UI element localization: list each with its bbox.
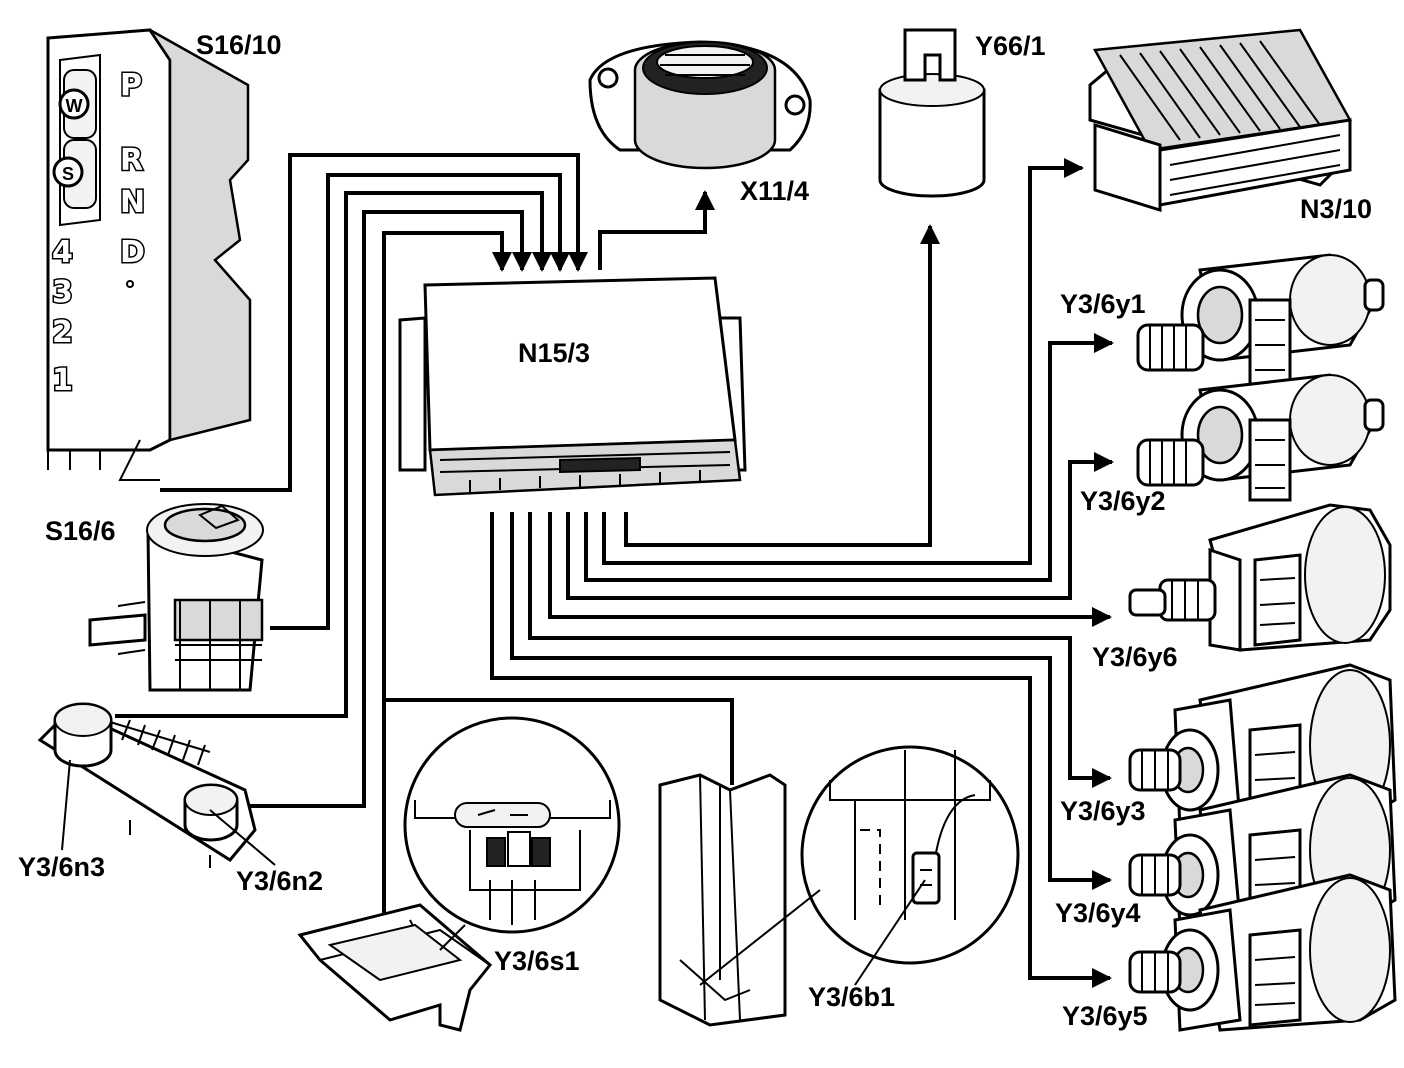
gate-3: 3 bbox=[52, 275, 73, 310]
wire-y3-6s1 bbox=[382, 231, 512, 920]
standard-mode-label: S bbox=[62, 164, 74, 184]
gate-4: 4 bbox=[52, 235, 73, 270]
label-y66-1: Y66/1 bbox=[975, 31, 1046, 61]
temperature-sensor-y3-6b1: Y3/6b1 bbox=[658, 745, 1020, 1027]
wire-y3-6n2 bbox=[248, 210, 532, 808]
label-s16-6: S16/6 bbox=[45, 516, 116, 546]
wire-n3-10 bbox=[602, 158, 1084, 565]
label-y3-6n2: Y3/6n2 bbox=[236, 866, 323, 896]
label-y3-6y2: Y3/6y2 bbox=[1080, 486, 1166, 516]
shift-valve-y3-6y2: Y3/6y2 bbox=[1080, 373, 1385, 516]
gate-p: P bbox=[120, 68, 142, 103]
selector-switch-s16-10: W S P R N D 4 3 2 1 S16/10 bbox=[46, 28, 282, 481]
gate-r: R bbox=[120, 143, 143, 178]
label-x11-4: X11/4 bbox=[740, 176, 809, 206]
wire-s16-6 bbox=[270, 173, 570, 630]
label-y3-6y6: Y3/6y6 bbox=[1092, 642, 1178, 672]
diagnostic-connector-x11-4: X11/4 bbox=[588, 40, 812, 206]
label-s16-10: S16/10 bbox=[196, 30, 282, 60]
gate-n: N bbox=[120, 185, 145, 220]
winter-mode-label: W bbox=[66, 96, 83, 116]
control-valve-y3-6y6: Y3/6y6 bbox=[1092, 503, 1392, 672]
solenoid-y66-1: Y66/1 bbox=[878, 28, 1046, 198]
wire-y3-6y5 bbox=[490, 512, 1112, 988]
wire-s16-10 bbox=[160, 153, 588, 492]
wiring-harness bbox=[115, 153, 1114, 988]
label-y3-6b1: Y3/6b1 bbox=[808, 982, 895, 1012]
gate-d: D bbox=[120, 235, 145, 270]
label-y3-6y3: Y3/6y3 bbox=[1060, 796, 1146, 826]
label-y3-6y5: Y3/6y5 bbox=[1062, 1001, 1148, 1031]
wire-y3-6y6 bbox=[548, 512, 1112, 627]
label-y3-6y4: Y3/6y4 bbox=[1055, 898, 1141, 928]
wire-y3-6y1 bbox=[584, 333, 1114, 582]
wire-y66-1 bbox=[624, 224, 940, 547]
shift-valve-y3-6y1: Y3/6y1 bbox=[1060, 253, 1385, 392]
wire-y3-6b1 bbox=[384, 698, 734, 785]
shift-valve-y3-6y5: Y3/6y5 bbox=[1062, 873, 1397, 1032]
wire-y3-6n3 bbox=[115, 191, 552, 718]
label-y3-6s1: Y3/6s1 bbox=[494, 946, 580, 976]
gate-1: 1 bbox=[52, 363, 73, 398]
label-n3-10: N3/10 bbox=[1300, 194, 1372, 224]
wire-y3-6y4 bbox=[510, 512, 1112, 890]
starter-lockout-contact-y3-6s1: Y3/6s1 bbox=[297, 716, 621, 1032]
wire-x11-4 bbox=[598, 190, 715, 270]
label-n15-3: N15/3 bbox=[518, 338, 590, 368]
label-y3-6y1: Y3/6y1 bbox=[1060, 289, 1146, 319]
transmission-control-unit-n15-3: N15/3 bbox=[398, 276, 747, 497]
label-y3-6n3: Y3/6n3 bbox=[18, 852, 105, 882]
switch-s16-6: S16/6 bbox=[45, 503, 264, 692]
wire-y3-6y3 bbox=[528, 512, 1112, 788]
engine-control-unit-n3-10: N3/10 bbox=[1088, 28, 1372, 224]
wire-y3-6y2 bbox=[566, 452, 1114, 600]
speed-sensor-plate: Y3/6n3 Y3/6n2 bbox=[18, 702, 323, 896]
gate-2: 2 bbox=[52, 315, 73, 350]
